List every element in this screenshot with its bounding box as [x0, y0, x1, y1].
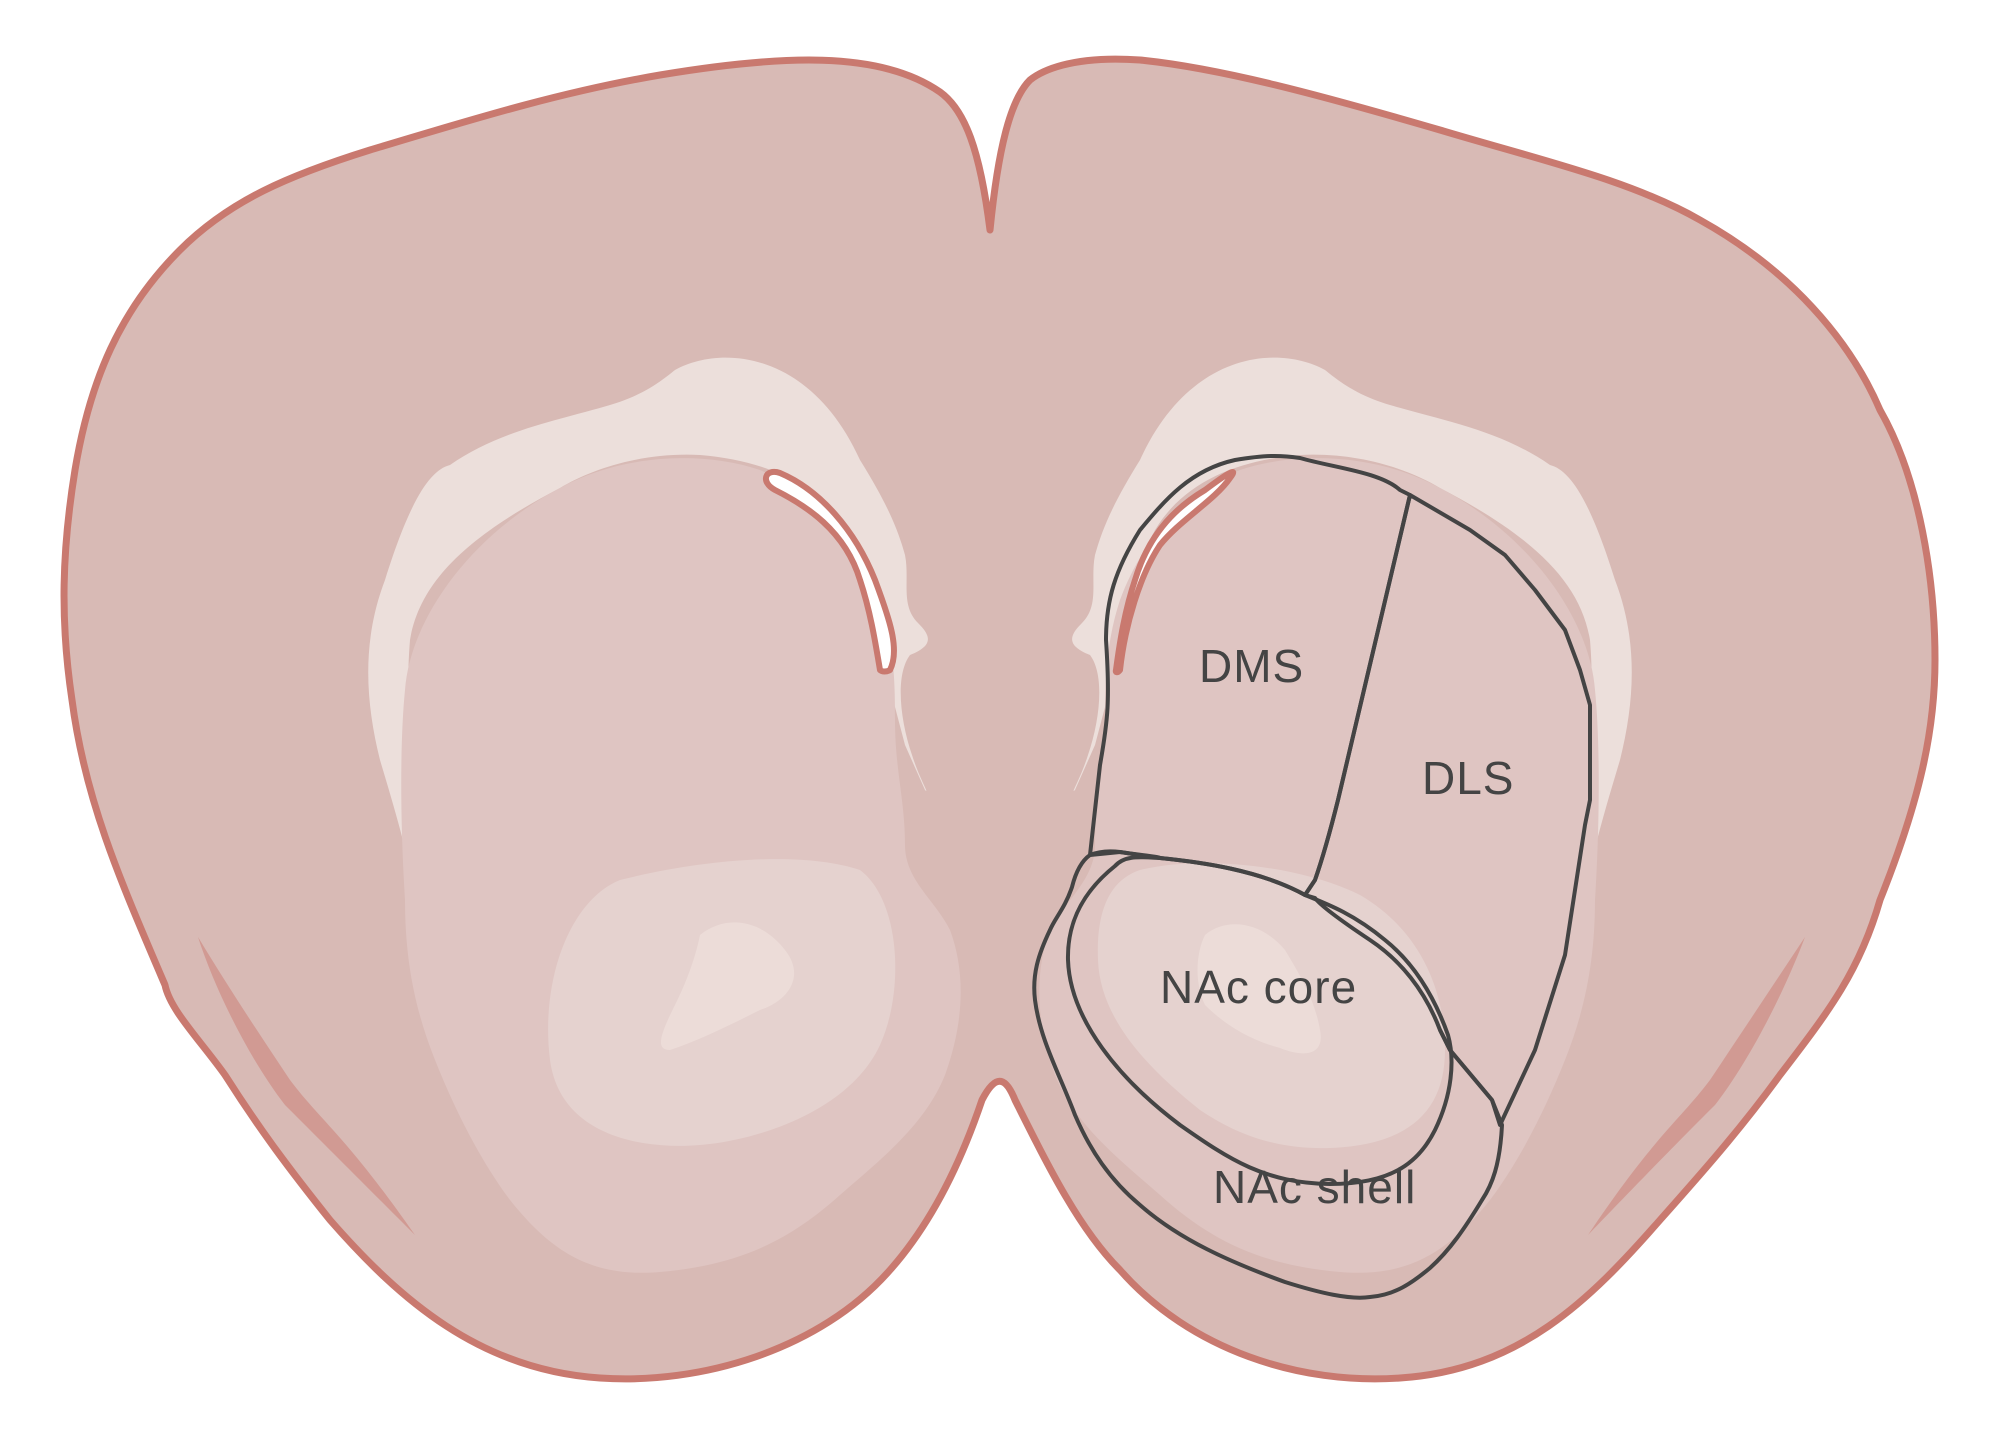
left-lateral-streak	[198, 937, 415, 1235]
dms-label: DMS	[1199, 640, 1304, 692]
right-lateral-streak	[1588, 937, 1805, 1235]
right-white-matter	[1072, 357, 1632, 901]
dls-label: DLS	[1422, 752, 1514, 804]
dls-region-outline	[1303, 493, 1592, 1127]
nac-shell-label: NAc shell	[1213, 1161, 1416, 1213]
nac-core-label: NAc core	[1160, 961, 1357, 1013]
right-lateral-ventricle	[1112, 469, 1237, 676]
left-white-matter	[368, 357, 928, 901]
nac-shell-region-outline	[1032, 850, 1504, 1300]
nac-core-region-outline	[1065, 855, 1454, 1186]
left-accumbens-core-highlight	[660, 922, 795, 1050]
brain-section-outline	[60, 55, 1939, 1383]
left-lateral-ventricle	[763, 468, 898, 675]
right-accumbens-core-highlight	[1197, 924, 1321, 1054]
